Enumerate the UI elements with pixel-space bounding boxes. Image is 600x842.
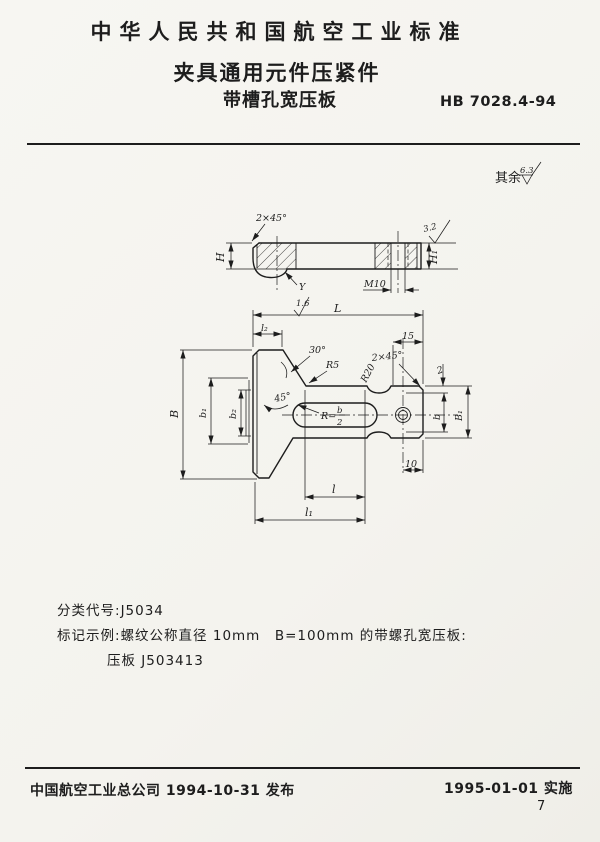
dim-b2: b₂ xyxy=(228,409,239,419)
marking-example-label: 标记示例: xyxy=(57,628,121,644)
dim-15: 15 xyxy=(402,331,414,342)
publisher-line: 中国航空工业总公司 1994-10-31 发布 xyxy=(30,783,295,799)
dim-slot-radius-num: b xyxy=(337,406,342,416)
classification-label: 分类代号: xyxy=(57,603,121,619)
dim-b: b xyxy=(432,414,443,420)
dim-l2: l₂ xyxy=(261,323,268,334)
dim-chamfer-side: 2×45° xyxy=(255,213,287,224)
surface-note-value: 6.3 xyxy=(520,166,534,176)
dim-slot-radius-prefix: R= xyxy=(320,411,336,422)
marking-example-note: 标记示例:螺纹公称直径 10mm B=100mm 的带螺孔宽压板: xyxy=(57,624,467,644)
dim-l: l xyxy=(332,483,336,496)
effective-date-line: 1995-01-01 实施 xyxy=(444,781,573,797)
standard-code: HB 7028.4-94 xyxy=(440,94,557,110)
side-view: H H₁ 2×45° 3.2 M10 Y 1.6 xyxy=(214,213,458,317)
dim-R20: R20 xyxy=(358,362,377,385)
side-view-centerlines xyxy=(276,231,399,293)
dim-l1: l₁ xyxy=(305,506,313,519)
dim-B1: B₁ xyxy=(454,410,465,422)
dim-45deg: 45° xyxy=(272,391,292,405)
dim-thread-M10: M10 xyxy=(363,279,386,290)
plan-view-centerlines xyxy=(282,338,458,473)
dim-B: B xyxy=(168,410,181,419)
plan-view: L l₂ 15 30° R5 R20 2×45° 2 45° xyxy=(168,302,472,524)
dim-R5: R5 xyxy=(325,360,339,371)
dim-L: L xyxy=(333,302,341,315)
dim-H: H xyxy=(214,252,227,263)
roughness-check-icon xyxy=(428,219,451,244)
marking-example-text: 螺纹公称直径 10mm B=100mm 的带螺孔宽压板: xyxy=(120,628,467,644)
surface-note-prefix: 其余 xyxy=(495,170,521,186)
dim-2: 2 xyxy=(435,365,445,378)
document-title-line2: 带槽孔宽压板 xyxy=(223,90,337,111)
dim-roughness-3-2: 3.2 xyxy=(422,222,438,235)
dim-chamfer-plan: 2×45° xyxy=(370,350,403,364)
plate-outline xyxy=(252,349,424,479)
dim-30deg: 30° xyxy=(309,345,326,356)
dim-section-Y: Y xyxy=(299,282,307,293)
dim-H1: H₁ xyxy=(427,250,440,265)
header-rule xyxy=(27,143,580,145)
dim-roughness-1-6: 1.6 xyxy=(296,299,310,309)
dim-slot-radius-den: 2 xyxy=(336,418,342,428)
document-title-line1: 夹具通用元件压紧件 xyxy=(173,61,381,85)
footer-rule xyxy=(25,767,580,769)
page-number: 7 xyxy=(537,799,546,814)
surface-roughness-note: 其余 6.3 xyxy=(495,161,542,186)
national-standard-title: 中华人民共和国航空工业标准 xyxy=(90,20,468,44)
marking-example-value: 压板 J503413 xyxy=(107,653,204,669)
classification-note: 分类代号:J5034 xyxy=(57,599,164,619)
dim-b1: b₁ xyxy=(198,408,209,418)
roughness-check-icon xyxy=(519,161,542,185)
dim-10: 10 xyxy=(405,459,417,470)
classification-value: J5034 xyxy=(120,603,164,619)
